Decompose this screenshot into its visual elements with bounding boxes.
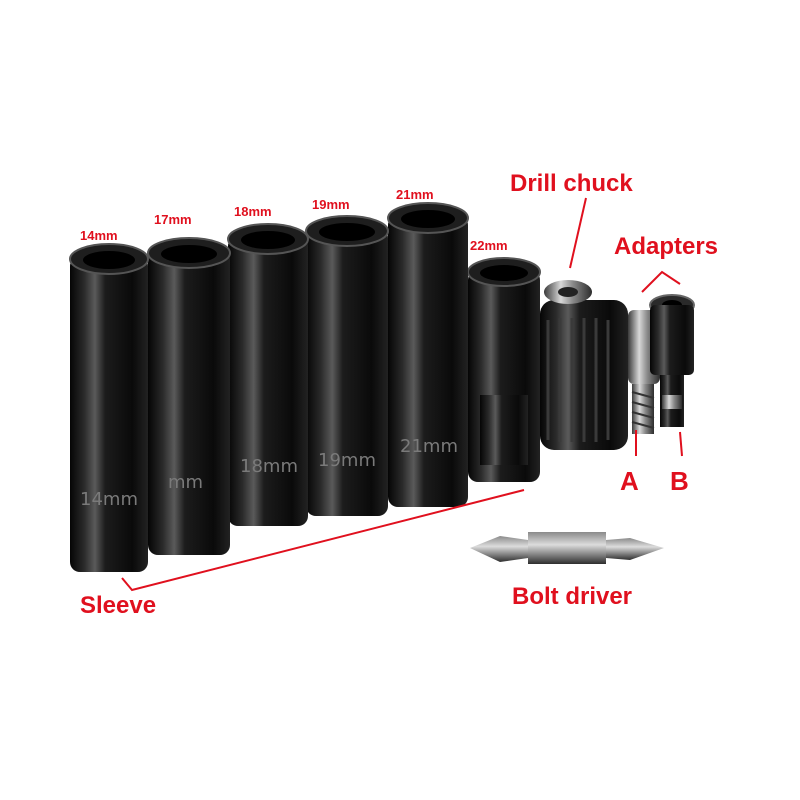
bolt-driver-label: Bolt driver <box>512 583 633 610</box>
svg-text:18mm: 18mm <box>240 456 298 477</box>
drill-chuck <box>540 280 628 450</box>
bolt-driver-bit <box>470 532 664 564</box>
size-label-18mm: 18mm <box>234 204 272 219</box>
size-label-14mm: 14mm <box>80 228 118 243</box>
svg-text:mm: mm <box>168 472 203 493</box>
size-label-17mm: 17mm <box>154 212 192 227</box>
adapter-a-label: A <box>620 466 639 496</box>
size-label-19mm: 19mm <box>312 197 350 212</box>
svg-text:14mm: 14mm <box>80 489 138 510</box>
drill-chuck-leader-line <box>569 197 587 269</box>
annotation-lines <box>121 197 683 592</box>
adapter-b-label: B <box>670 466 689 496</box>
size-label-21mm: 21mm <box>396 187 434 202</box>
socket-17mm: mm <box>147 237 231 555</box>
adapters-leader-line <box>641 270 681 293</box>
socket-21mm: 21mm <box>387 202 469 507</box>
svg-text:19mm: 19mm <box>318 450 376 471</box>
socket-14mm: 14mm <box>69 243 149 572</box>
size-label-22mm: 22mm <box>470 238 508 253</box>
adapters-label: Adapters <box>614 233 719 260</box>
drill-chuck-label: Drill chuck <box>510 170 633 197</box>
socket-19mm: 19mm <box>305 215 389 516</box>
adapter-b-leader-line <box>679 431 683 457</box>
socket-18mm: 18mm <box>227 223 309 526</box>
sleeve-label: Sleeve <box>80 592 157 619</box>
adapter-b <box>649 294 695 427</box>
svg-text:21mm: 21mm <box>400 436 458 457</box>
sleeve-leader-line <box>121 489 525 592</box>
socket-22mm <box>467 257 541 482</box>
